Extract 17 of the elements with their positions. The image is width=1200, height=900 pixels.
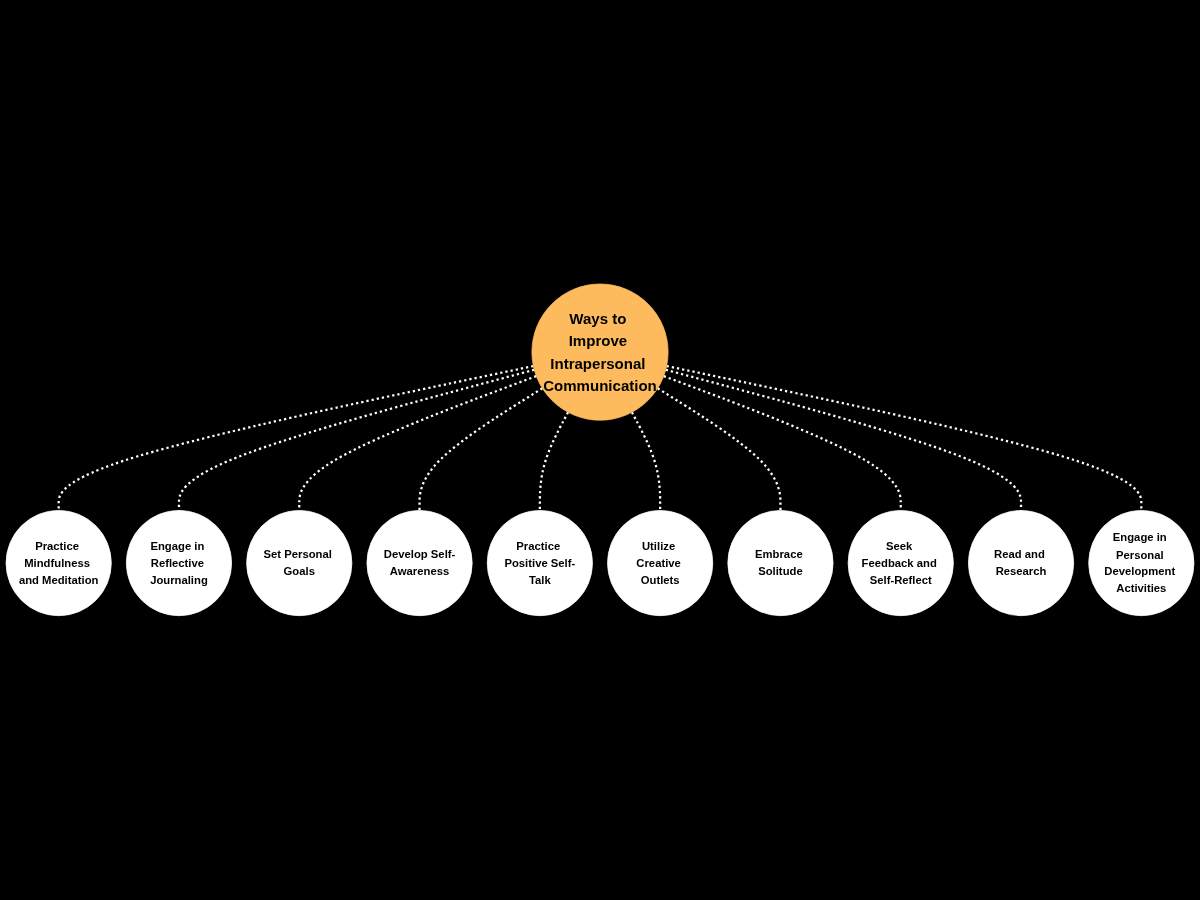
connector: [657, 387, 782, 511]
connector: [538, 411, 570, 511]
connector: [418, 387, 543, 511]
connector: [630, 411, 662, 511]
node-circle: Engage in Personal Development Activities: [1088, 510, 1195, 617]
node-circle: Practice Positive Self-Talk: [486, 510, 593, 617]
node-circle: Engage in Reflective Journaling: [125, 510, 232, 617]
node-circle: Set Personal Goals: [246, 510, 353, 617]
connector: [57, 365, 534, 511]
connector: [666, 365, 1143, 511]
node-circle: Utilize Creative Outlets: [607, 510, 714, 617]
node-circle: Seek Feedback and Self-Reflect: [847, 510, 954, 617]
node-circle: Practice Mindfulness and Meditation: [5, 510, 112, 617]
node-circle: Embrace Solitude: [727, 510, 834, 617]
node-circle: Develop Self-Awareness: [366, 510, 473, 617]
node-circle: Read and Research: [968, 510, 1075, 617]
node-circle: Ways to Improve Intrapersonal Communication: [531, 283, 669, 421]
